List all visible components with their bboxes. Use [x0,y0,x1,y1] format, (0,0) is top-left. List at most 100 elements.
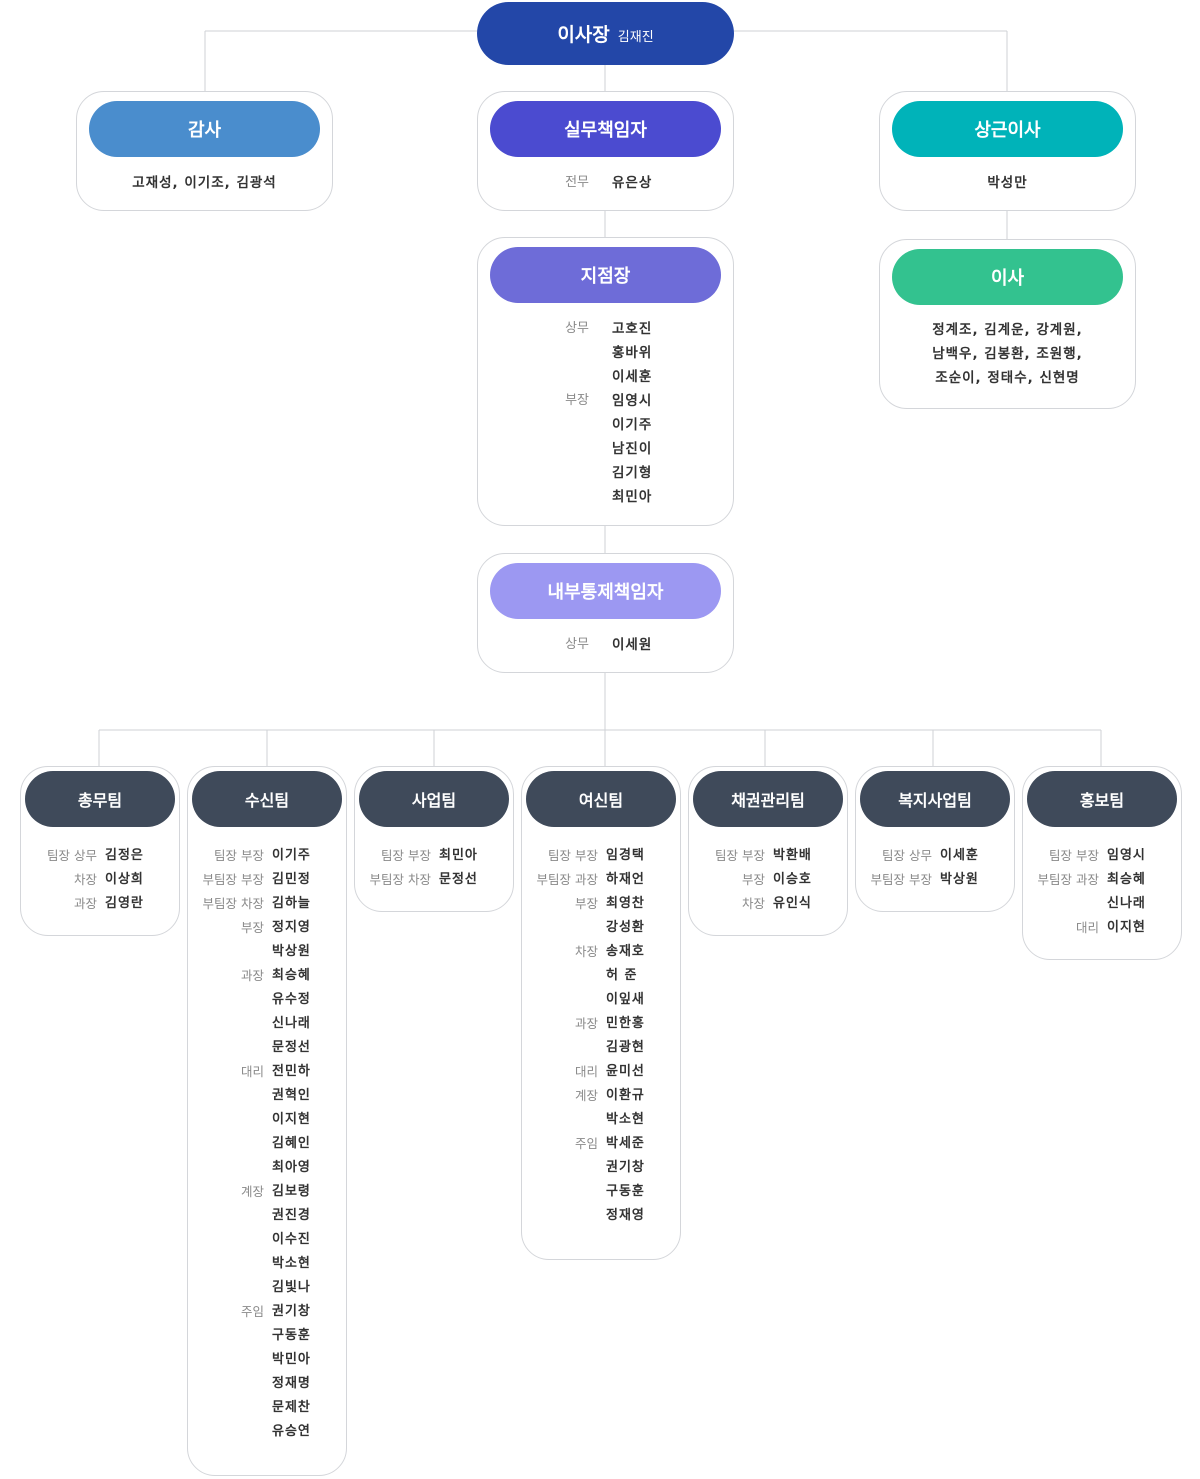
branch-manager-title: 지점장 [490,247,721,303]
team-card [521,766,681,1260]
team-member-role: 부팀장 차장 [369,872,431,887]
team-member-name: 전민하 [272,1064,311,1079]
team-title: 홍보팀 [1027,771,1177,827]
directors-title: 이사 [892,249,1123,305]
team-member-name: 구동훈 [606,1184,645,1199]
team-member-role: 부팀장 부장 [870,872,932,887]
internal-control-title: 내부통제책임자 [490,563,721,619]
branch-manager-name: 최민아 [612,489,653,505]
branch-manager-name: 홍바위 [612,345,653,361]
chairman-node: 이사장 김재진 [477,2,734,65]
team-member-name: 김광현 [606,1040,645,1055]
branch-manager-name: 김기형 [612,465,653,481]
team-member-name: 윤미선 [606,1064,645,1079]
team-member-name: 박소현 [272,1256,311,1271]
team-member-role: 차장 [574,944,598,959]
team-member-role: 부장 [574,896,598,911]
team-member-role: 팀장 부장 [1049,848,1099,863]
team-member-name: 김하늘 [272,896,311,911]
team-member-name: 임경택 [606,848,645,863]
team-member-name: 박소현 [606,1112,645,1127]
team-member-role: 팀장 부장 [715,848,765,863]
team-member-name: 이지현 [1107,920,1146,935]
team-member-name: 신나래 [272,1016,311,1031]
team-member-role: 부장 [741,872,765,887]
branch-manager-name: 고호진 [612,321,653,337]
team-member-name: 박상원 [272,944,311,959]
branch-manager-role: 상무 [565,321,589,336]
team-member-name: 정재명 [272,1376,311,1391]
team-member-name: 이잎새 [606,992,645,1007]
team-member-role: 과장 [574,1016,598,1031]
team-title: 총무팀 [25,771,175,827]
team-member-name: 권혁인 [272,1088,311,1103]
standing-director-name: 박성만 [987,175,1028,191]
branch-manager-name: 남진이 [612,441,653,457]
team-member-name: 최아영 [272,1160,311,1175]
team-member-name: 이기주 [272,848,311,863]
team-member-name: 이승호 [773,872,812,887]
exec-officer-name: 유은상 [612,175,653,191]
standing-director-title: 상근이사 [892,101,1123,157]
team-member-name: 김영란 [105,896,144,911]
team-member-name: 허 준 [606,968,638,983]
team-card [187,766,347,1476]
team-title: 채권관리팀 [693,771,843,827]
team-title: 사업팀 [359,771,509,827]
team-member-role: 주임 [240,1304,264,1319]
directors-line-2: 남백우, 김봉환, 조원행, [932,346,1083,362]
team-member-name: 이수진 [272,1232,311,1247]
branch-manager-name: 이세훈 [612,369,653,385]
team-member-name: 박환배 [773,848,812,863]
team-member-name: 최민아 [439,848,478,863]
team-member-role: 대리 [574,1064,598,1079]
team-member-role: 부팀장 부장 [202,872,264,887]
team-member-name: 김보령 [272,1184,311,1199]
team-member-role: 대리 [240,1064,264,1079]
team-member-name: 박세준 [606,1136,645,1151]
team-member-role: 차장 [73,872,97,887]
directors-line-3: 조순이, 정태수, 신현명 [935,370,1080,386]
team-member-name: 신나래 [1107,896,1146,911]
team-member-role: 계장 [574,1088,598,1103]
team-member-name: 권기창 [606,1160,645,1175]
team-member-role: 주임 [574,1136,598,1151]
team-member-name: 임영시 [1107,848,1146,863]
team-member-name: 송재호 [606,944,645,959]
team-member-name: 최승혜 [1107,872,1146,887]
team-member-name: 김빛나 [272,1280,311,1295]
chairman-title: 이사장 [557,24,610,46]
team-title: 복지사업팀 [860,771,1010,827]
internal-control-name: 이세원 [612,637,653,653]
team-title: 여신팀 [526,771,676,827]
team-member-name: 민한홍 [606,1016,645,1031]
team-member-name: 문제찬 [272,1400,311,1415]
team-member-name: 권진경 [272,1208,311,1223]
team-member-name: 정지영 [272,920,311,935]
directors-line-1: 정계조, 김계운, 강계원, [932,322,1083,338]
team-member-name: 김혜인 [272,1136,311,1151]
team-member-name: 박민아 [272,1352,311,1367]
team-member-name: 김민정 [272,872,311,887]
team-member-role: 계장 [240,1184,264,1199]
team-member-name: 이지현 [272,1112,311,1127]
team-member-name: 문정선 [272,1040,311,1055]
team-member-name: 최승혜 [272,968,311,983]
team-member-role: 부팀장 차장 [202,896,264,911]
team-member-name: 박상원 [940,872,979,887]
team-member-name: 하재언 [606,872,645,887]
team-member-name: 이세훈 [940,848,979,863]
team-member-name: 이상희 [105,872,144,887]
exec-officer-role: 전무 [565,175,589,190]
team-member-role: 대리 [1075,920,1099,935]
team-member-role: 부팀장 과장 [536,872,598,887]
team-member-role: 팀장 부장 [214,848,264,863]
team-title: 수신팀 [192,771,342,827]
team-member-name: 권기창 [272,1304,311,1319]
branch-manager-role: 부장 [565,393,589,408]
team-member-role: 과장 [73,896,97,911]
exec-officer-title: 실무책임자 [490,101,721,157]
team-member-role: 팀장 부장 [548,848,598,863]
team-member-name: 유수정 [272,992,311,1007]
